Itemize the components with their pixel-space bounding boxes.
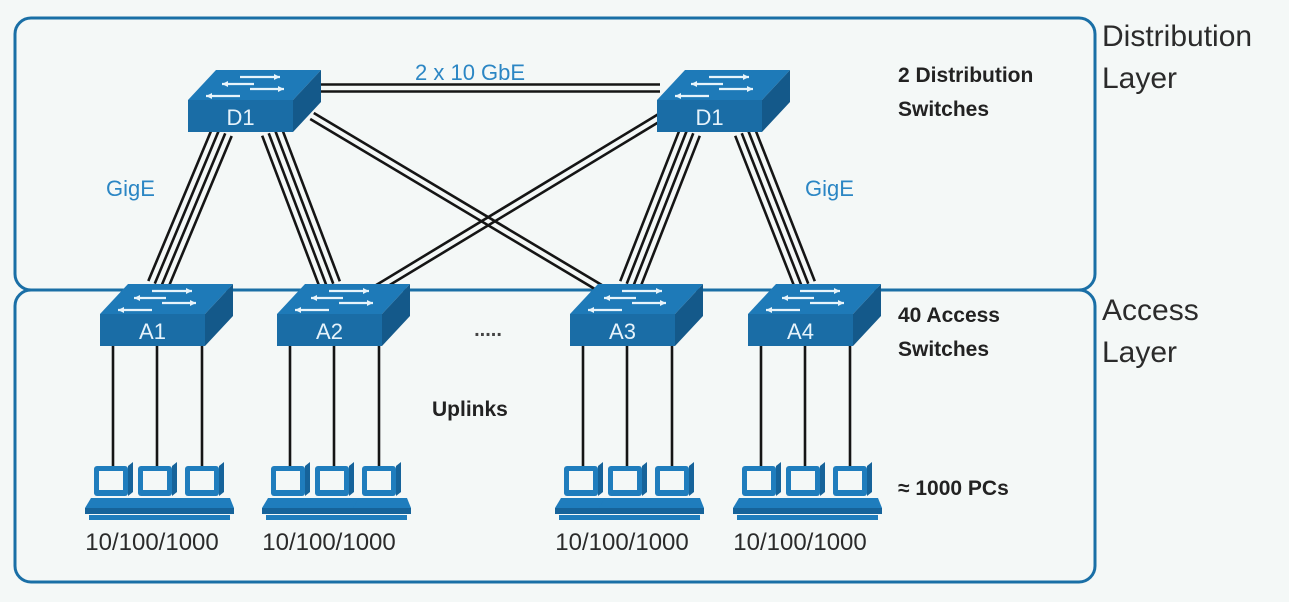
pc-icon[interactable] <box>646 462 704 520</box>
switch-top <box>657 70 790 100</box>
switch-label: D1 <box>226 105 254 130</box>
link-line <box>379 117 665 293</box>
d1-left-to-a3 <box>309 111 603 293</box>
switch-top <box>100 284 233 314</box>
link-line <box>619 127 682 282</box>
port-speed-label: 10/100/1000 <box>733 529 866 556</box>
link-line <box>625 130 688 285</box>
access-switch-a3[interactable]: A3 <box>570 284 703 346</box>
switch-label: A2 <box>316 319 343 344</box>
switch-front <box>748 314 853 346</box>
switch-icon <box>675 74 753 99</box>
link-line <box>747 130 810 285</box>
link-line <box>166 135 233 290</box>
switch-top <box>570 284 703 314</box>
link-line <box>375 111 661 287</box>
pc-icon[interactable] <box>262 462 320 520</box>
more-switches-ellipsis: ..... <box>474 319 502 341</box>
links <box>111 83 852 466</box>
port-speed-label: 10/100/1000 <box>262 529 395 556</box>
distribution-count-line1: 2 Distribution <box>898 64 1033 87</box>
link-line <box>280 127 342 282</box>
port-speed-label: 10/100/1000 <box>555 529 688 556</box>
link-line <box>274 130 335 285</box>
link-line <box>267 132 328 287</box>
switch-front <box>570 314 675 346</box>
link-line <box>734 135 797 290</box>
link-line <box>313 111 603 287</box>
switch-side <box>675 284 703 346</box>
pc-icon[interactable] <box>777 462 835 520</box>
d1-left-to-a2 <box>260 127 342 290</box>
pc-groups <box>85 462 882 520</box>
link-line <box>160 132 227 287</box>
switch-icon <box>766 288 844 313</box>
switch-icon <box>118 288 196 313</box>
pc-icon[interactable] <box>306 462 364 520</box>
switch-front <box>188 100 293 132</box>
switch-icon <box>206 74 284 99</box>
link-line <box>632 132 695 287</box>
switch-side <box>293 70 321 132</box>
d1-left-to-a1 <box>147 127 233 290</box>
switch-front <box>100 314 205 346</box>
link-line <box>638 135 701 290</box>
d1-right-to-a2 <box>375 111 665 293</box>
switch-label: A4 <box>787 319 814 344</box>
d1-right-to-a4 <box>734 127 816 290</box>
link-line <box>309 117 599 293</box>
switch-label: D1 <box>695 105 723 130</box>
pc-icon[interactable] <box>353 462 411 520</box>
pc-icon[interactable] <box>176 462 234 520</box>
pc-icon[interactable] <box>555 462 613 520</box>
link-line <box>740 132 803 287</box>
switch-label: A3 <box>609 319 636 344</box>
access-switch-a1[interactable]: A1 <box>100 284 233 346</box>
distribution-layer-label-line2: Layer <box>1102 62 1177 95</box>
access-count-line1: 40 Access <box>898 304 1000 327</box>
switch-front <box>277 314 382 346</box>
pc-icon[interactable] <box>599 462 657 520</box>
distribution-switch-d1-right[interactable]: D1 <box>657 70 790 132</box>
access-count-line2: Switches <box>898 338 989 361</box>
switch-top <box>188 70 321 100</box>
switch-label: A1 <box>139 319 166 344</box>
core-link <box>312 83 660 93</box>
switch-icon <box>588 288 666 313</box>
gige-right-label: GigE <box>805 176 854 201</box>
link-line <box>753 127 816 282</box>
link-line <box>153 130 220 285</box>
access-layer-box <box>13 288 1097 584</box>
distribution-switch-d1-left[interactable]: D1 <box>188 70 321 132</box>
access-switch-a2[interactable]: A2 <box>277 284 410 346</box>
pc-count-label: ≈ 1000 PCs <box>898 477 1009 500</box>
access-layer-label-line2: Layer <box>1102 336 1177 369</box>
pc-icon[interactable] <box>824 462 882 520</box>
switch-side <box>762 70 790 132</box>
gige-left-label: GigE <box>106 176 155 201</box>
pc-icon[interactable] <box>129 462 187 520</box>
switch-top <box>748 284 881 314</box>
link-line <box>147 127 214 282</box>
switch-side <box>853 284 881 346</box>
switch-icon <box>295 288 373 313</box>
switch-side <box>382 284 410 346</box>
distribution-count-line2: Switches <box>898 98 989 121</box>
d1-right-to-a3 <box>619 127 701 290</box>
distribution-layer-label-line1: Distribution <box>1102 20 1252 53</box>
pc-icon[interactable] <box>85 462 143 520</box>
access-layer-label-line1: Access <box>1102 294 1199 327</box>
switch-front <box>657 100 762 132</box>
uplinks-label: Uplinks <box>432 398 508 421</box>
access-switch-a4[interactable]: A4 <box>748 284 881 346</box>
switch-side <box>205 284 233 346</box>
pc-icon[interactable] <box>733 462 791 520</box>
port-speed-label: 10/100/1000 <box>85 529 218 556</box>
link-line <box>260 135 322 290</box>
core-link-label: 2 x 10 GbE <box>415 60 525 85</box>
switch-top <box>277 284 410 314</box>
